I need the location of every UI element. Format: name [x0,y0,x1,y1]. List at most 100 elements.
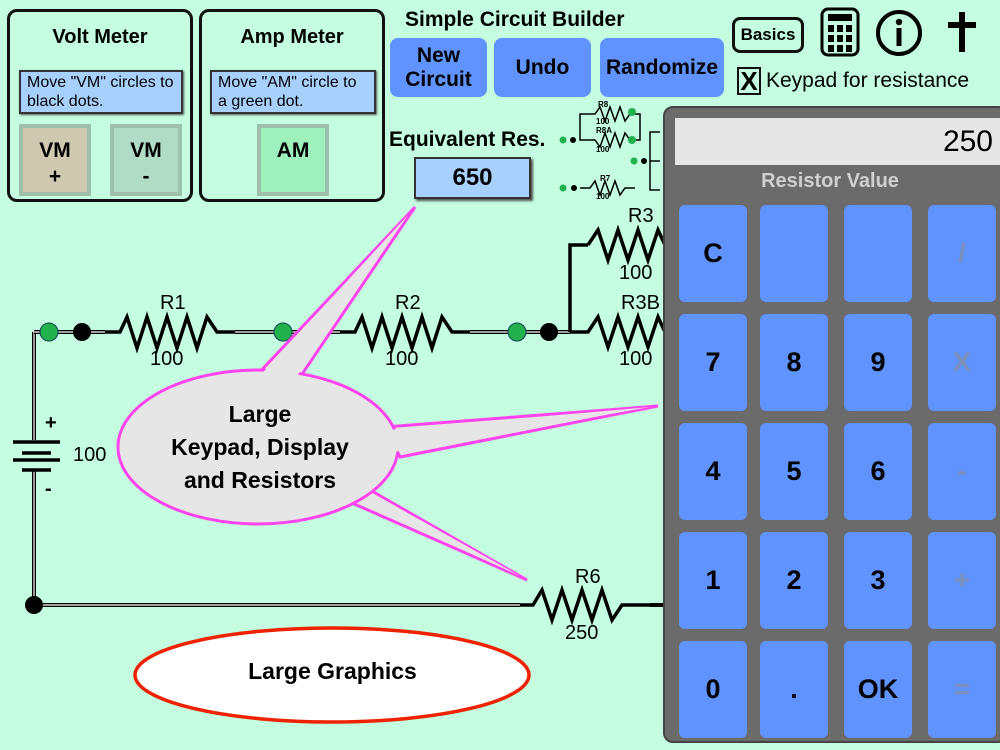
key-9-button[interactable]: 9 [844,314,912,411]
keypad-checkbox-label: Keypad for resistance [766,69,970,92]
palette-node-green [559,136,567,144]
key-decimal-button[interactable]: . [760,641,828,738]
keypad-display: 250 [675,118,1000,165]
node-green[interactable] [273,322,293,342]
equivalent-res-value: 650 [414,157,531,199]
palette-value-r8a: 100 [596,145,610,154]
vm-minus-probe[interactable]: VM - [110,124,182,196]
palette-value-r7: 100 [596,192,610,201]
randomize-button[interactable]: Randomize [600,38,724,97]
amp-meter-instruction: Move "AM" circle to a green dot. [210,70,376,114]
palette-node-black [570,137,576,143]
cross-button[interactable] [945,10,979,54]
palette-node-green [628,136,636,144]
callout-line: Keypad, Display [171,434,349,460]
volt-meter-title: Volt Meter [52,26,148,48]
key-equals-button[interactable]: = [928,641,996,738]
info-icon [876,10,922,56]
palette-value-r8: 100 [596,117,610,126]
palette-node-green [559,184,567,192]
cross-icon [948,12,976,52]
volt-meter-instruction: Move "VM" circles to black dots. [19,70,183,114]
new-circuit-button[interactable]: New Circuit [390,38,487,97]
key-minus-button[interactable]: - [928,423,996,520]
r6-value: 250 [565,622,599,644]
r2-label: R2 [395,292,421,314]
palette-node-green [630,157,638,165]
r3-value: 100 [619,262,653,284]
node-green[interactable] [39,322,59,342]
r3b-label: R3B [621,292,660,314]
calculator-button[interactable] [820,7,860,57]
vm-minus-sign: - [142,165,150,188]
key-plus-button[interactable]: + [928,532,996,629]
palette-label-r8a: R8A [596,126,613,135]
info-button[interactable] [874,8,924,58]
palette-node-black [571,185,577,191]
resistor-r3b[interactable] [570,311,667,353]
r1-label: R1 [160,292,186,314]
am-probe[interactable]: AM [257,124,329,196]
r3b-value: 100 [619,348,653,370]
keypad-caption: Resistor Value [761,170,899,192]
am-label: AM [276,139,310,162]
node-black[interactable] [540,323,558,341]
large-graphics-text: Large Graphics [248,658,417,684]
branch-wire [568,243,588,332]
amp-meter-title: Amp Meter [240,26,344,48]
battery-minus: - [45,478,52,500]
key-6-button[interactable]: 6 [844,423,912,520]
callout-line: and Resistors [183,467,337,493]
key-0-button[interactable]: 0 [679,641,747,738]
palette-label-r8: R8 [598,100,609,109]
vm-minus-label: VM [130,139,162,162]
battery-symbol[interactable] [13,440,60,472]
r6-label: R6 [575,566,601,588]
key-multiply-button[interactable]: X [928,314,996,411]
key-3-button[interactable]: 3 [844,532,912,629]
resistor-r3[interactable] [586,224,667,266]
battery-plus: + [45,412,57,434]
r3-label: R3 [628,205,654,227]
node-black[interactable] [25,596,43,614]
key-clear-button[interactable]: C [679,205,747,302]
callout-line: Large [228,401,292,427]
vm-plus-label: VM [39,139,71,162]
r1-value: 100 [150,348,184,370]
palette-node-green [628,108,636,116]
key-ok-button[interactable]: OK [844,641,912,738]
resistor-r6[interactable] [520,584,650,626]
calculator-icon [820,7,860,57]
key-8-button[interactable]: 8 [760,314,828,411]
amp-meter-panel: Amp Meter Move "AM" circle to a green do… [199,9,385,202]
palette-series-component[interactable] [580,178,635,198]
key-7-button[interactable]: 7 [679,314,747,411]
r2-value: 100 [385,348,419,370]
equivalent-res-label: Equivalent Res. [389,128,546,151]
node-black[interactable] [73,323,91,341]
large-graphics-callout [133,626,531,724]
vm-plus-probe[interactable]: VM + [19,124,91,196]
key-blank-button[interactable] [844,205,912,302]
key-5-button[interactable]: 5 [760,423,828,520]
battery-value: 100 [73,444,107,466]
key-blank-button[interactable] [760,205,828,302]
resistor-r1[interactable] [105,311,235,354]
key-4-button[interactable]: 4 [679,423,747,520]
app-title: Simple Circuit Builder [405,8,625,31]
key-2-button[interactable]: 2 [760,532,828,629]
node-green[interactable] [507,322,527,342]
vm-plus-sign: + [48,165,62,188]
resistor-r2[interactable] [340,311,470,354]
key-divide-button[interactable]: / [928,205,996,302]
callout-bubble-text: Large Keypad, Display and Resistors [125,398,395,497]
keypad-checkbox[interactable]: X [737,67,761,95]
undo-button[interactable]: Undo [494,38,591,97]
palette-label-r7: R7 [600,174,611,183]
basics-button[interactable]: Basics [732,17,804,53]
palette-triple-component[interactable] [649,131,660,191]
key-1-button[interactable]: 1 [679,532,747,629]
palette-node-black [641,158,647,164]
